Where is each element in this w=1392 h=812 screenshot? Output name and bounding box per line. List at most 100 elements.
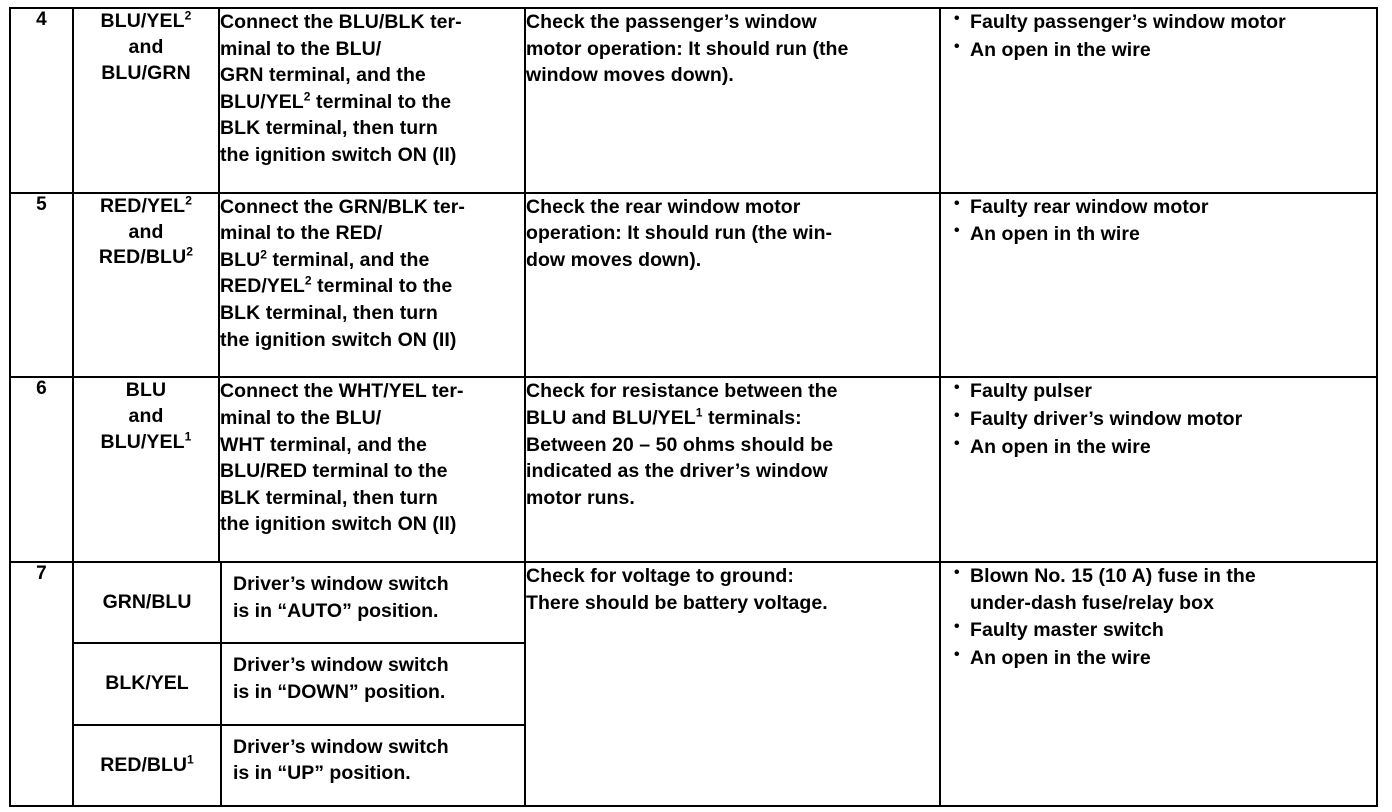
cause-text: Faulty passenger’s window motor	[970, 11, 1286, 33]
text-line: Check the rear window motor	[526, 195, 801, 218]
terminal-superscript: 1	[184, 429, 192, 444]
text-line: Connect the WHT/YEL ter-	[220, 380, 464, 403]
bullet-icon: •	[954, 618, 960, 636]
text-line: motor runs.	[526, 486, 635, 509]
cause-list: • Faulty rear window motor • An open in th …	[953, 194, 1376, 248]
text-line: Check for resistance between the	[526, 380, 838, 403]
cause-item: • Blown No. 15 (10 A) fuse in the under-da…	[953, 563, 1376, 616]
text-line: motor operation: It should run (the	[526, 37, 849, 60]
text-line: minal to the BLU/	[220, 37, 382, 60]
cause-text: An open in the wire	[970, 435, 1151, 458]
terminal-line: BLU	[125, 379, 167, 402]
terminal-superscript: 2	[184, 8, 192, 23]
procedure-cell: Connect the BLU/BLK ter-minal to the BLU…	[218, 7, 526, 194]
cause-item: •An open in the wire	[953, 37, 1376, 64]
text-line: Between 20 – 50 ohms should be	[526, 433, 834, 456]
cause-item: • Faulty pulser	[953, 378, 1376, 405]
text-line: the ignition switch ON (II)	[220, 328, 457, 351]
text-line: BLK terminal, then turn	[220, 302, 438, 325]
text-line: WHT terminal, and the	[220, 433, 427, 456]
cause-text: An open in the wire	[970, 647, 1151, 670]
cause-text: Faulty rear window motor	[970, 195, 1209, 218]
text-line: BLU/YEL2 terminal to the	[220, 89, 452, 113]
text-line: Driver’s window switch	[233, 572, 449, 595]
text-line: is in “UP” position.	[233, 762, 411, 785]
text-line: minal to the RED/	[220, 222, 383, 245]
cause-item: • Faulty rear window motor	[953, 194, 1376, 221]
terminal-superscript: 1	[186, 752, 194, 767]
cause-text: Blown No. 15 (10 A) fuse in the	[970, 564, 1256, 587]
text-line: Driver’s window switch	[233, 735, 449, 758]
cause-continuation: under-dash fuse/relay box	[970, 591, 1214, 614]
text-line: dow moves down).	[526, 248, 702, 271]
text-line: BLK terminal, then turn	[220, 117, 438, 140]
possible-cause-cell: • Faulty rear window motor • An open in th …	[939, 191, 1378, 379]
bullet-icon: •	[954, 646, 960, 664]
terminal-line: BLU/YEL1	[100, 429, 192, 454]
terminal-superscript: 2	[185, 193, 193, 208]
step-number-cell: 6	[9, 376, 74, 563]
terminal-line: BLU/YEL2	[100, 8, 192, 32]
text-line: indicated as the driver’s window	[526, 460, 828, 483]
bullet-icon: •	[954, 379, 960, 397]
text-line: Connect the GRN/BLK ter-	[220, 195, 465, 218]
text-line: Connect the BLU/BLK ter-	[220, 11, 462, 33]
cause-text: Faulty driver’s window motor	[970, 407, 1243, 430]
text-line: BLU/RED terminal to the	[220, 460, 448, 483]
text-line: Driver’s window switch	[233, 654, 449, 677]
terminal-line: BLU/GRN	[101, 61, 191, 84]
cause-text: An open in the wire	[970, 38, 1151, 61]
check-result-cell: Check for voltage to ground:There should…	[524, 560, 941, 808]
subrow-condition-cell: Driver’s window switch is in “UP” positio…	[221, 724, 524, 805]
subrow-terminal-cell: BLK/YEL	[74, 643, 222, 726]
subrow-terminal-cell: RED/BLU1	[74, 724, 222, 805]
step-number-cell: 4	[9, 7, 74, 194]
cause-list: • Faulty pulser • Faulty driver’s window mo…	[953, 378, 1376, 460]
cause-list: •Faulty passenger’s window motor•An open…	[953, 9, 1376, 63]
text-line: window moves down).	[526, 64, 734, 87]
terminal-line: RED/BLU2	[98, 244, 194, 269]
bullet-icon: •	[954, 194, 960, 212]
cause-text: Faulty pulser	[970, 380, 1093, 403]
bullet-icon: •	[954, 222, 960, 240]
cause-text: An open in th wire	[970, 223, 1140, 246]
bullet-icon: •	[954, 563, 960, 581]
text-line: Check the passenger’s window	[526, 11, 817, 33]
possible-cause-cell: • Blown No. 15 (10 A) fuse in the under-da…	[939, 560, 1378, 808]
terminal-line: and	[128, 405, 164, 428]
procedure-cell: Connect the WHT/YEL ter-minal to the BLU…	[218, 376, 526, 563]
text-line: the ignition switch ON (II)	[220, 513, 457, 536]
procedure-cell: Connect the GRN/BLK ter-minal to the RED…	[218, 191, 526, 379]
subrow-terminal-cell: GRN/BLU	[74, 562, 222, 645]
text-line: operation: It should run (the win-	[526, 222, 833, 245]
bullet-icon: •	[954, 434, 960, 452]
terminal-line: RED/YEL2	[99, 193, 193, 217]
text-line: Check for voltage to ground:	[526, 564, 794, 587]
terminal-line: and	[128, 220, 164, 243]
step-number-cell: 5	[9, 191, 74, 379]
cause-text: Faulty master switch	[970, 619, 1164, 642]
text-line: RED/YEL2 terminal to the	[220, 273, 453, 298]
cause-item: • An open in th wire	[953, 221, 1376, 248]
terminal-line: and	[128, 35, 164, 58]
text-line: BLU2 terminal, and the	[220, 247, 430, 271]
check-result-cell: Check the passenger’s window motor operat…	[524, 7, 941, 194]
cause-item: • An open in the wire	[953, 645, 1376, 672]
cause-item: •Faulty passenger’s window motor	[953, 9, 1376, 36]
cause-item: • Faulty master switch	[953, 617, 1376, 644]
